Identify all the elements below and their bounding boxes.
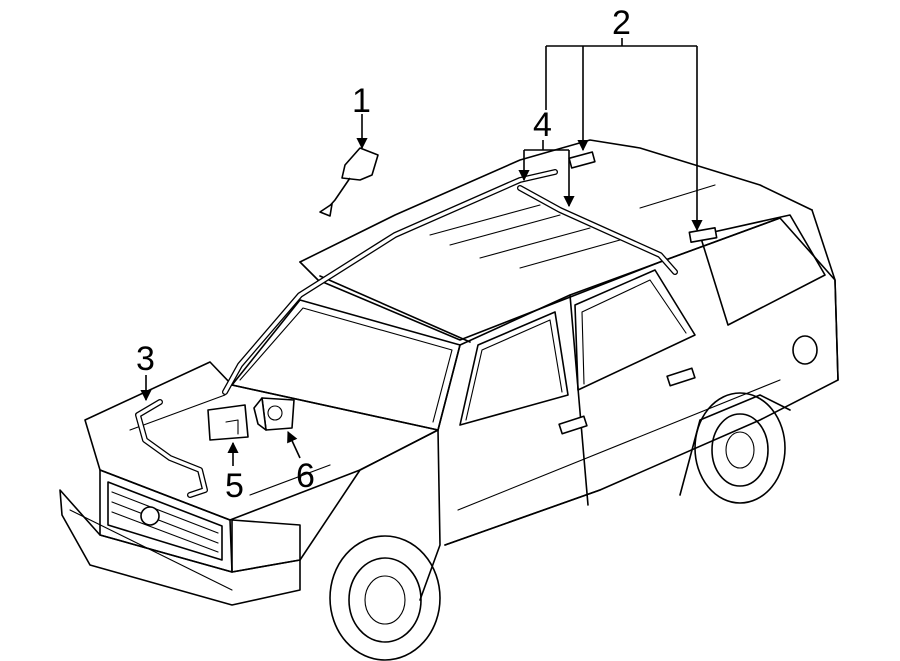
suv-illustration [59, 139, 839, 661]
callout-2: 2 [612, 4, 631, 42]
module-bracket-part [253, 397, 295, 431]
roof-antenna-module [568, 151, 718, 243]
receiver-module-part [207, 404, 249, 441]
callout-3: 3 [136, 340, 155, 378]
callout-leaders [140, 38, 703, 466]
callout-6: 6 [296, 457, 315, 495]
callout-5: 5 [225, 467, 244, 505]
antenna-base-part [319, 147, 379, 217]
callout-4: 4 [533, 106, 552, 144]
antenna-cable-front [135, 399, 208, 498]
callout-1: 1 [352, 82, 371, 120]
